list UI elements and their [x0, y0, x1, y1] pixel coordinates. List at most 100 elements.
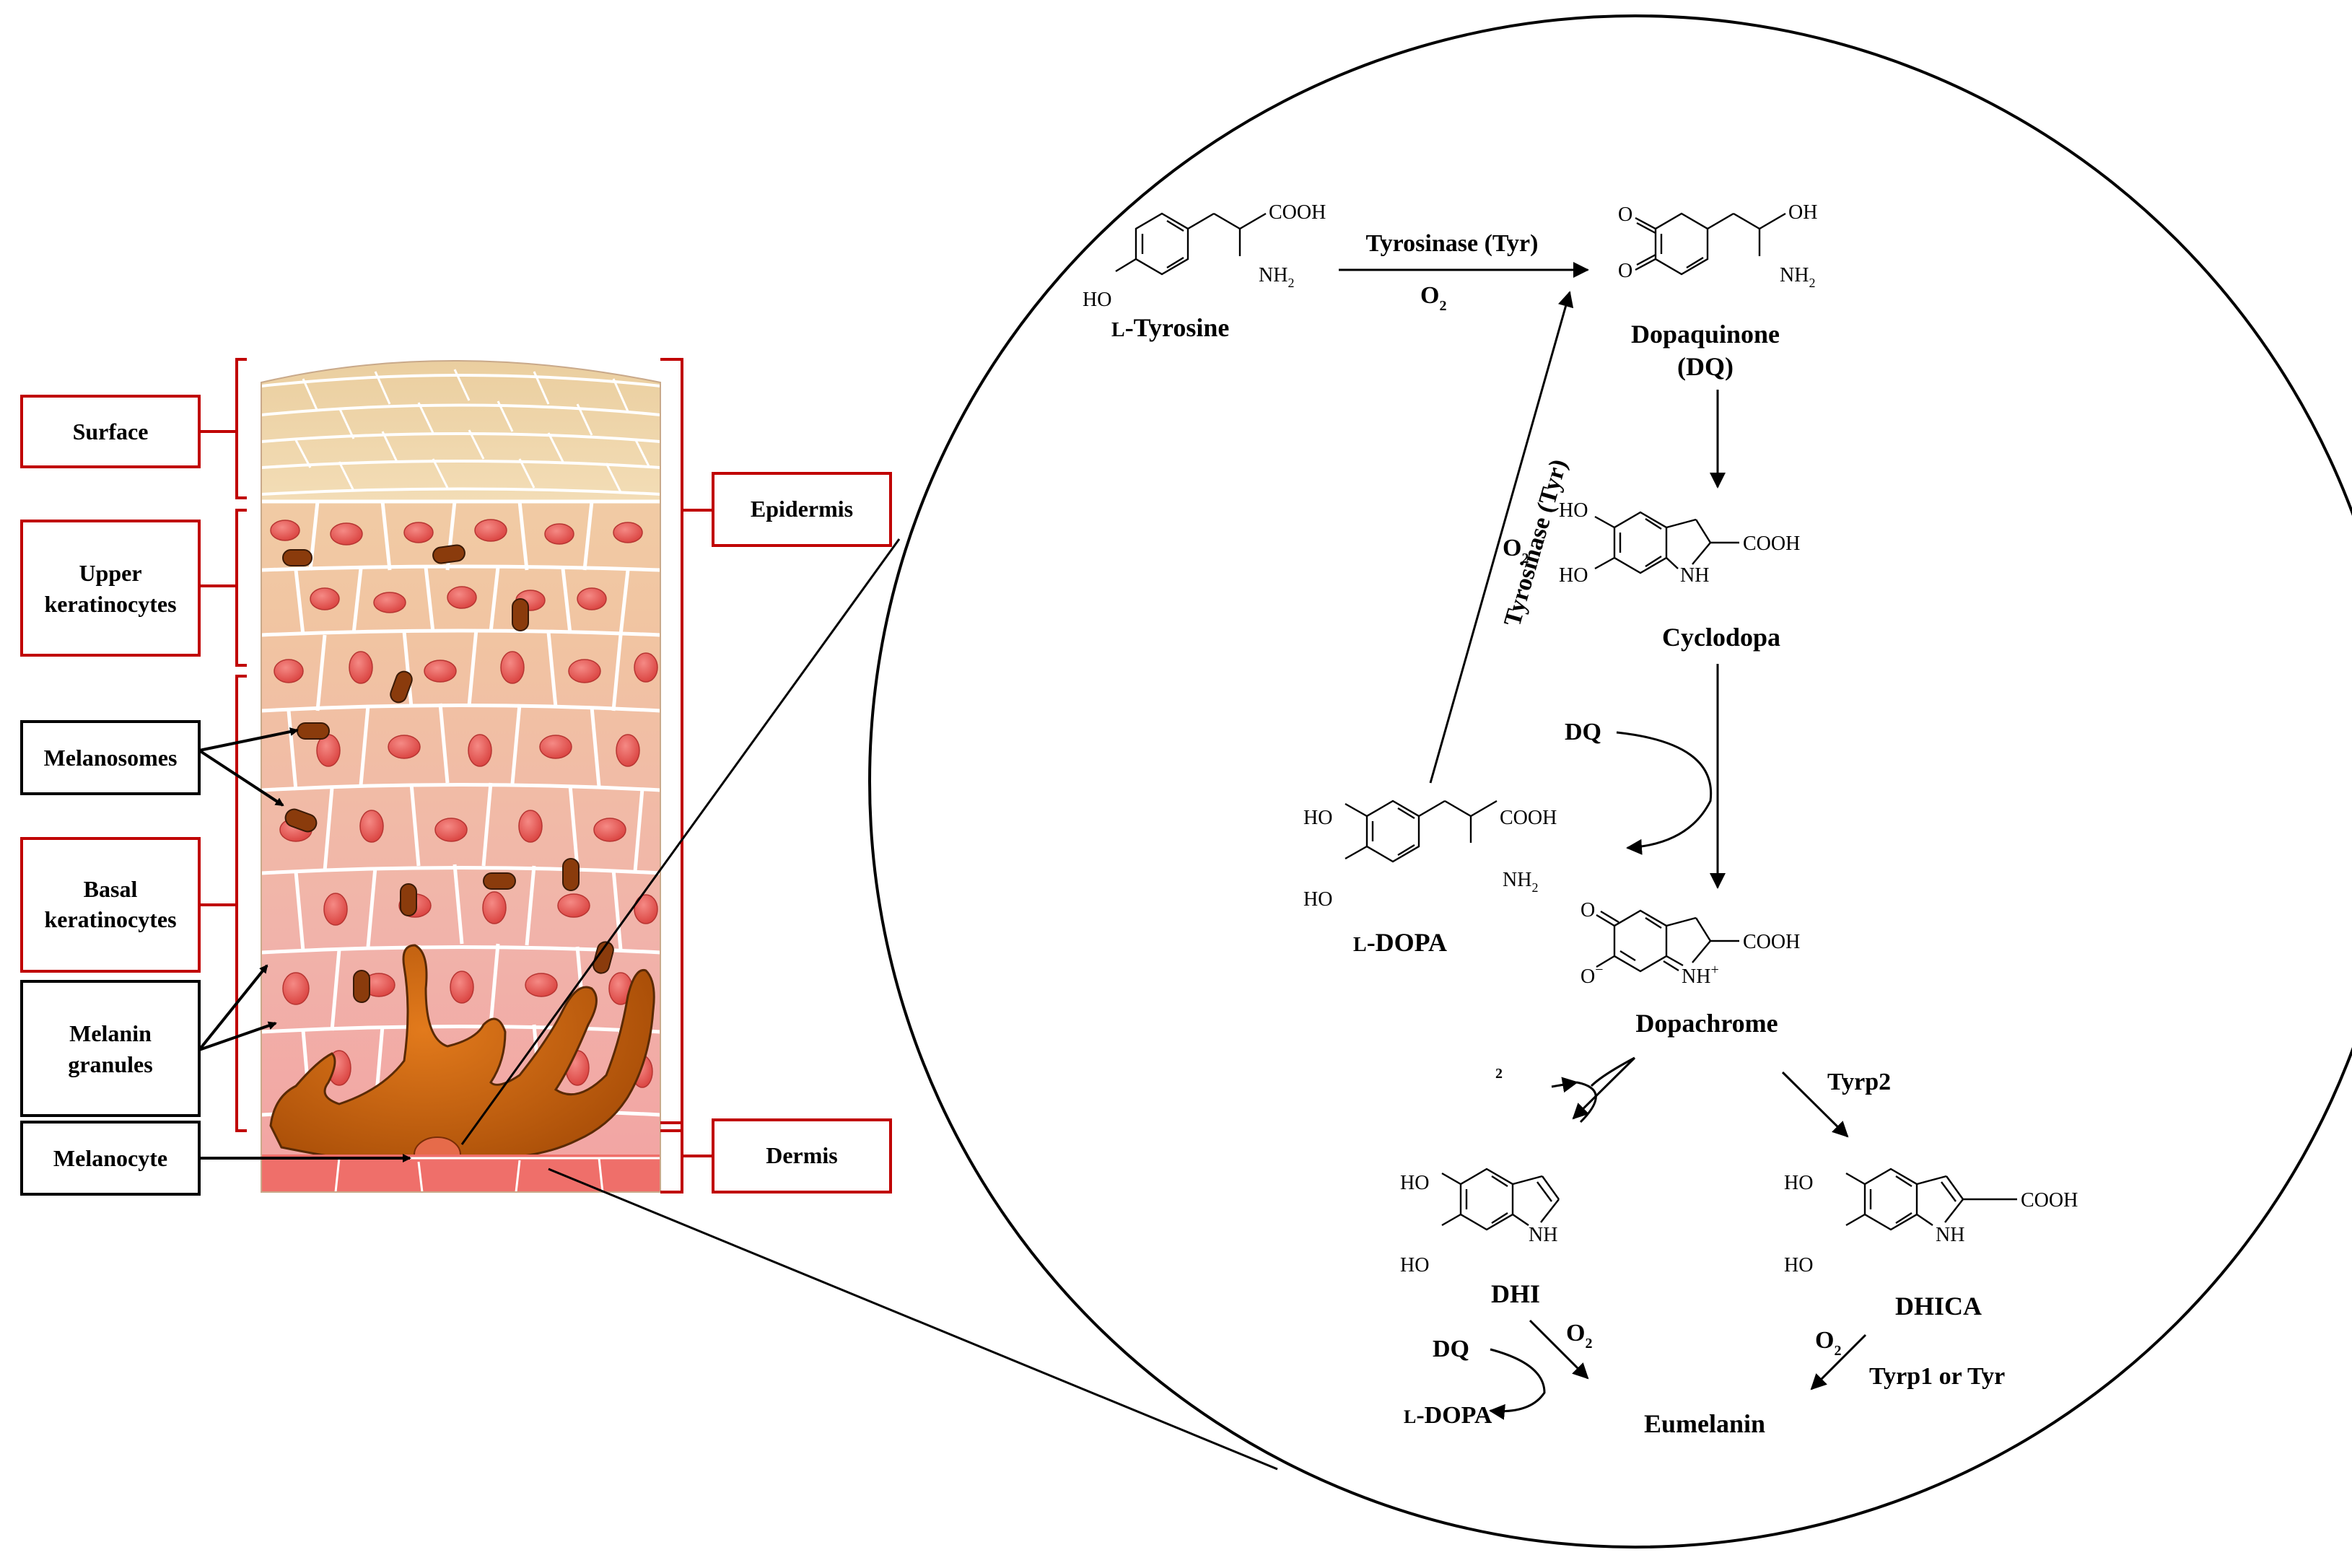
dopachrome-nh-plus: NH+ [1682, 962, 1719, 988]
dermis-label: Dermis [766, 1142, 838, 1168]
dhi-ho-bottom: HO [1400, 1254, 1429, 1276]
dhi-nh: NH [1529, 1224, 1557, 1246]
zoom-line-top [460, 538, 901, 1145]
cyclodopa-nh: NH [1680, 564, 1709, 587]
o2-dhi-label: O2 [1566, 1320, 1592, 1352]
dopachrome-name: Dopachrome [1635, 1009, 1778, 1038]
keratinocyte-cells [261, 499, 660, 1117]
dopaquinone-o-top: O [1618, 203, 1632, 226]
dopachrome-o: O [1581, 899, 1595, 921]
melanosomes-label-box: Melanosomes [20, 720, 201, 795]
stratum-corneum [261, 361, 660, 502]
surface-label-box: Surface [20, 395, 201, 468]
dhica-structure [1845, 1168, 2017, 1231]
basal-keratinocytes-label-box: Basal keratinocytes [20, 837, 201, 973]
dq-label: DQ [1565, 719, 1601, 745]
arrow-co2-out [1551, 1077, 1578, 1093]
tyrp1-or-tyr-label: Tyrp1 or Tyr [1869, 1363, 2005, 1390]
co2-release-curve [1590, 1056, 1635, 1087]
epidermis-label: Epidermis [751, 496, 853, 522]
arrow-dopachrome-to-dhica [1781, 1071, 1849, 1138]
tyrosine-nh2: NH2 [1259, 264, 1294, 290]
tyrosine-cooh: COOH [1269, 201, 1326, 224]
pathway-circle [868, 14, 2352, 1549]
dopaquinone-abbr: (DQ) [1677, 352, 1734, 381]
cyclodopa-ho-top: HO [1559, 499, 1588, 522]
tissue-outline [261, 360, 661, 1193]
dhica-name: DHICA [1895, 1292, 1982, 1320]
melanin-granules-label-line2: granules [68, 1051, 152, 1077]
arrow-dq-to-ldopa-small [1489, 1348, 1546, 1420]
right-brackets [660, 358, 713, 1193]
cyclodopa-ho-bottom: HO [1559, 564, 1588, 587]
dq-dhi-label: DQ [1433, 1336, 1469, 1362]
dhica-ho-top: HO [1784, 1172, 1813, 1194]
dopachrome-structure [1596, 909, 1739, 973]
melanocyte-label-box: Melanocyte [20, 1121, 201, 1196]
epidermis-label-box: Epidermis [712, 472, 892, 547]
basal-keratinocytes-label-line1: Basal [84, 876, 138, 902]
dopaquinone-nh2: NH2 [1780, 264, 1815, 290]
pathway: COOH NH2 HO L-Tyrosine Tyrosinase (Tyr) … [1083, 201, 2078, 1438]
upper-keratinocytes-label-box: Upper keratinocytes [20, 520, 201, 657]
granules-arrow-2 [198, 1021, 277, 1051]
cyclodopa-name: Cyclodopa [1662, 623, 1780, 652]
ldopa-cooh: COOH [1500, 807, 1557, 829]
dopaquinone-o-bottom: O [1618, 260, 1632, 282]
dhica-nh: NH [1936, 1224, 1964, 1246]
surface-label: Surface [73, 419, 149, 444]
pointer-arrows [198, 727, 411, 1162]
melanin-granules-label-box: Melanin granules [20, 980, 201, 1117]
cyclodopa-cooh: COOH [1743, 533, 1800, 555]
co2-release-hook [1576, 1081, 1597, 1124]
melanin-granules-label-line1: Melanin [69, 1020, 152, 1046]
dhi-name: DHI [1491, 1279, 1540, 1308]
tyrosine-name: L-Tyrosine [1111, 313, 1229, 342]
arrow-ldopa-to-dopaquinone [1429, 291, 1574, 784]
granules-arrow-1 [198, 964, 268, 1051]
skin-cross-section [261, 361, 660, 1192]
o2-top-label: O2 [1420, 282, 1446, 314]
dhica-ho-bottom: HO [1784, 1254, 1813, 1276]
co2-label: 2 [1495, 1066, 1503, 1082]
melanosome-arrow-2 [198, 749, 284, 807]
tyrp2-label: Tyrp2 [1827, 1069, 1891, 1095]
ldopa-ho-bottom: HO [1303, 888, 1332, 911]
ldopa-small-label: L-DOPA [1404, 1402, 1492, 1429]
dopaquinone-oh: OH [1788, 201, 1817, 224]
dhi-ho-top: HO [1400, 1172, 1429, 1194]
melanosome-arrow-1 [198, 727, 299, 752]
upper-keratinocytes-label-line2: keratinocytes [44, 591, 176, 617]
cyclodopa-structure [1594, 511, 1739, 574]
tyrosine-structure [1115, 212, 1267, 276]
eumelanin-name: Eumelanin [1644, 1409, 1765, 1438]
ldopa-ho-top: HO [1303, 807, 1332, 829]
o2-dhica-label: O2 [1815, 1327, 1841, 1359]
dermis-label-box: Dermis [712, 1118, 892, 1193]
arrow-dhi-to-eumelanin [1529, 1319, 1589, 1380]
melanosomes-label: Melanosomes [44, 745, 178, 771]
arrow-dhica-to-eumelanin [1810, 1333, 1867, 1390]
melanocyte-label: Melanocyte [53, 1145, 167, 1171]
left-brackets [199, 358, 247, 1132]
cell-nuclei [270, 519, 658, 1088]
zoom-line-bottom [548, 1168, 1278, 1471]
arrow-dq-to-ldopa [1616, 731, 1713, 855]
basal-keratinocytes-label-line2: keratinocytes [44, 906, 176, 932]
tyrosinase-top-label: Tyrosinase (Tyr) [1366, 230, 1539, 257]
tyrosine-ho: HO [1083, 289, 1111, 311]
dopachrome-cooh: COOH [1743, 931, 1800, 953]
ldopa-nh2: NH2 [1503, 869, 1538, 895]
upper-keratinocytes-label-line1: Upper [79, 560, 141, 586]
o2-diagonal-label: O2 [1503, 535, 1529, 566]
dhi-structure [1441, 1168, 1560, 1231]
dopaquinone-name: Dopaquinone [1631, 320, 1780, 349]
ldopa-name: L-DOPA [1353, 928, 1447, 957]
ldopa-structure [1345, 800, 1498, 863]
dopaquinone-structure [1635, 212, 1786, 276]
arrow-dopachrome-to-dhi [1572, 1056, 1636, 1120]
dopachrome-o-minus: O− [1581, 962, 1604, 988]
dermis-tissue [261, 1155, 660, 1192]
dhica-cooh: COOH [2021, 1189, 2078, 1212]
